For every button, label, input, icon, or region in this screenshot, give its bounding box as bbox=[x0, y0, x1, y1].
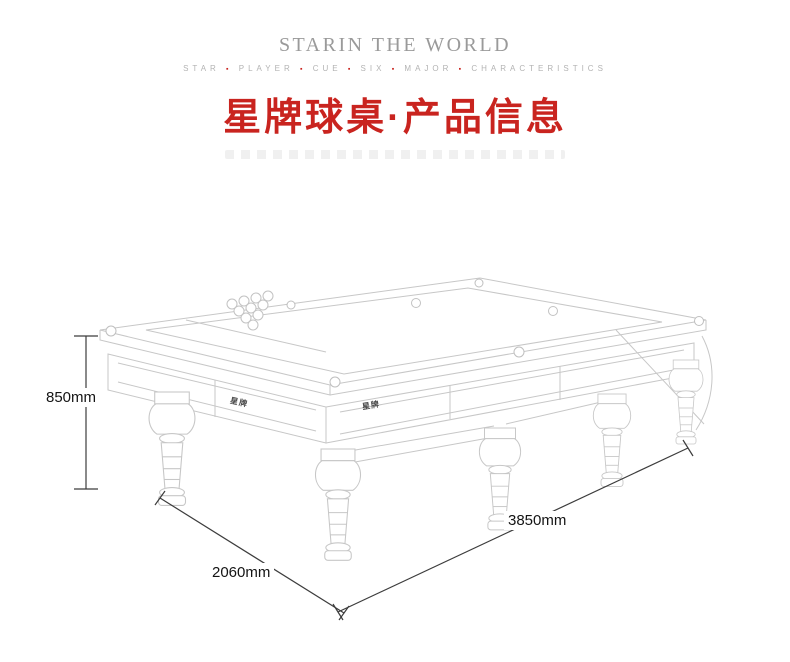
dimension-length-label: 3850mm bbox=[504, 511, 571, 530]
dimension-lines bbox=[74, 335, 694, 621]
subtitle-word: CHARACTERISTICS bbox=[471, 64, 607, 73]
pockets bbox=[105, 278, 704, 388]
subtitle-word: CUE bbox=[312, 64, 342, 73]
dimension-height-label: 850mm bbox=[42, 388, 101, 407]
subtitle-word: SIX bbox=[360, 64, 386, 73]
subtitle-word: STAR bbox=[183, 64, 220, 73]
page-title: 星牌球桌·产品信息 bbox=[223, 97, 567, 139]
dimension-width-label: 2060mm bbox=[208, 563, 275, 582]
subtitle-dot: ▪ bbox=[458, 66, 466, 73]
subtitle-word: MAJOR bbox=[404, 64, 453, 73]
subtitle-dot: ▪ bbox=[391, 66, 399, 73]
table-structure bbox=[99, 277, 713, 465]
subtitle-word: PLAYER bbox=[238, 64, 294, 73]
subtitle-dot: ▪ bbox=[347, 66, 355, 73]
subtitle-dot: ▪ bbox=[299, 66, 307, 73]
subtitle-dot: ▪ bbox=[226, 66, 233, 73]
brand-line: STARIN THE WORLD bbox=[278, 34, 512, 56]
watermark-decoration bbox=[225, 150, 565, 159]
subtitle: STAR ▪ PLAYER ▪ CUE ▪ SIX ▪ MAJOR ▪ CHAR… bbox=[0, 64, 790, 73]
billiard-balls bbox=[226, 290, 558, 331]
